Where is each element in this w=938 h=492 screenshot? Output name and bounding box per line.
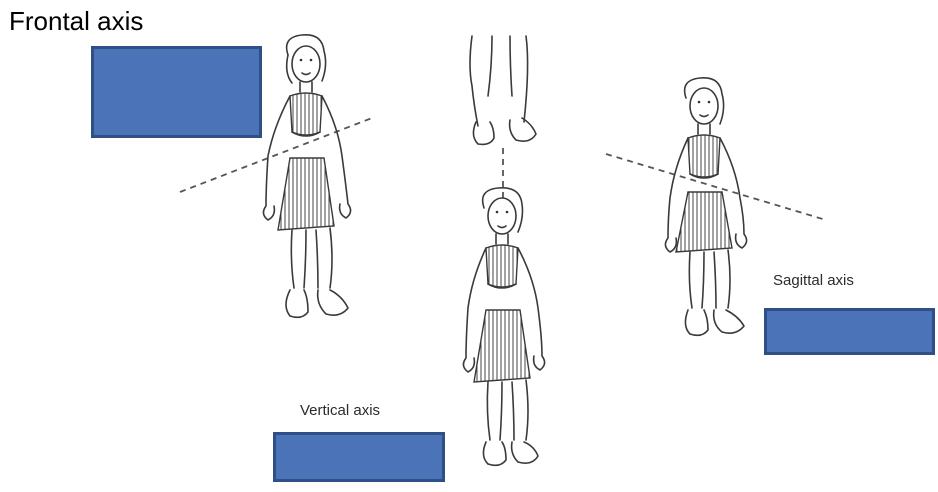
vertical-axis-label: Vertical axis [300, 402, 380, 419]
frontal-axis-title: Frontal axis [9, 6, 143, 37]
figure-sagittal [606, 78, 826, 336]
figure-vertical [463, 36, 544, 465]
sagittal-answer-box[interactable] [764, 308, 935, 355]
frontal-answer-box[interactable] [91, 46, 262, 138]
sagittal-axis-label: Sagittal axis [773, 272, 854, 289]
vertical-answer-box[interactable] [273, 432, 445, 482]
